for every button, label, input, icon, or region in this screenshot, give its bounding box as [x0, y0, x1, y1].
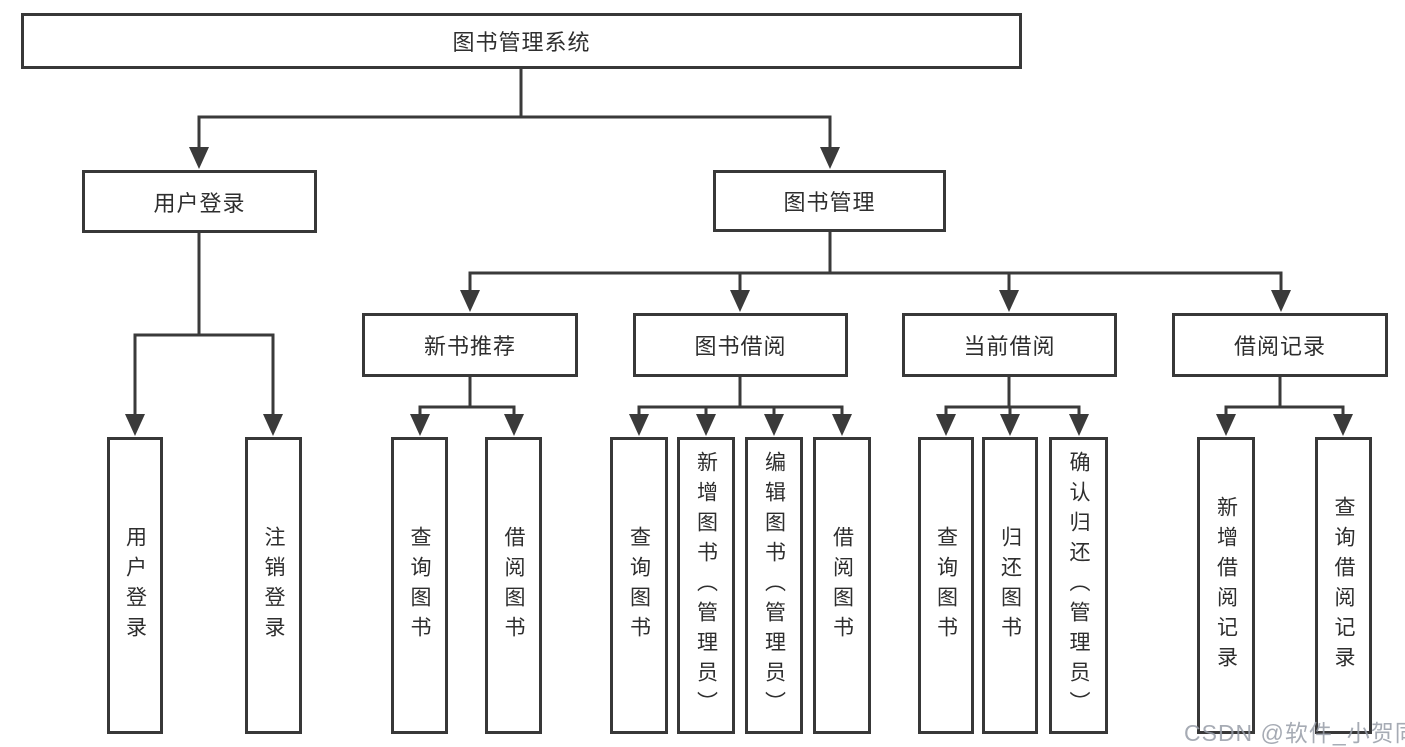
node-root: 图书管理系统	[21, 13, 1022, 69]
leaf-cb-confirm-return-admin: 确认归还（管理员）	[1049, 437, 1108, 734]
leaf-br-add-record: 新增借阅记录	[1197, 437, 1255, 734]
node-book-mgmt: 图书管理	[713, 170, 946, 232]
leaf-bb-query-books: 查询图书	[610, 437, 668, 734]
node-borrow-records: 借阅记录	[1172, 313, 1388, 377]
leaf-logout: 注销登录	[245, 437, 302, 734]
node-book-borrow: 图书借阅	[633, 313, 848, 377]
leaf-cb-return-books: 归还图书	[982, 437, 1038, 734]
node-new-book-rec: 新书推荐	[362, 313, 578, 377]
connector-borrowrecords-to-leaves	[1216, 377, 1353, 436]
connector-userlogin-to-leaves	[125, 233, 283, 436]
leaf-bb-edit-books-admin: 编辑图书（管理员）	[745, 437, 803, 734]
node-user-login: 用户登录	[82, 170, 317, 233]
connector-newbookrec-to-leaves	[410, 377, 524, 436]
leaf-rec-borrow-books: 借阅图书	[485, 437, 542, 734]
connector-bookmgmt-to-level3	[460, 232, 1291, 312]
connector-currentborrow-to-leaves	[936, 377, 1089, 436]
connector-root-to-level2	[189, 69, 840, 169]
leaf-cb-query-books: 查询图书	[918, 437, 974, 734]
leaf-bb-borrow-books: 借阅图书	[813, 437, 871, 734]
leaf-bb-add-books-admin: 新增图书（管理员）	[677, 437, 735, 734]
connector-bookborrow-to-leaves	[629, 377, 852, 436]
csdn-watermark: CSDN @软件_小贺同学	[1184, 720, 1405, 746]
leaf-user-login: 用户登录	[107, 437, 163, 734]
node-current-borrow: 当前借阅	[902, 313, 1117, 377]
leaf-rec-query-books: 查询图书	[391, 437, 448, 734]
leaf-br-query-record: 查询借阅记录	[1315, 437, 1372, 734]
